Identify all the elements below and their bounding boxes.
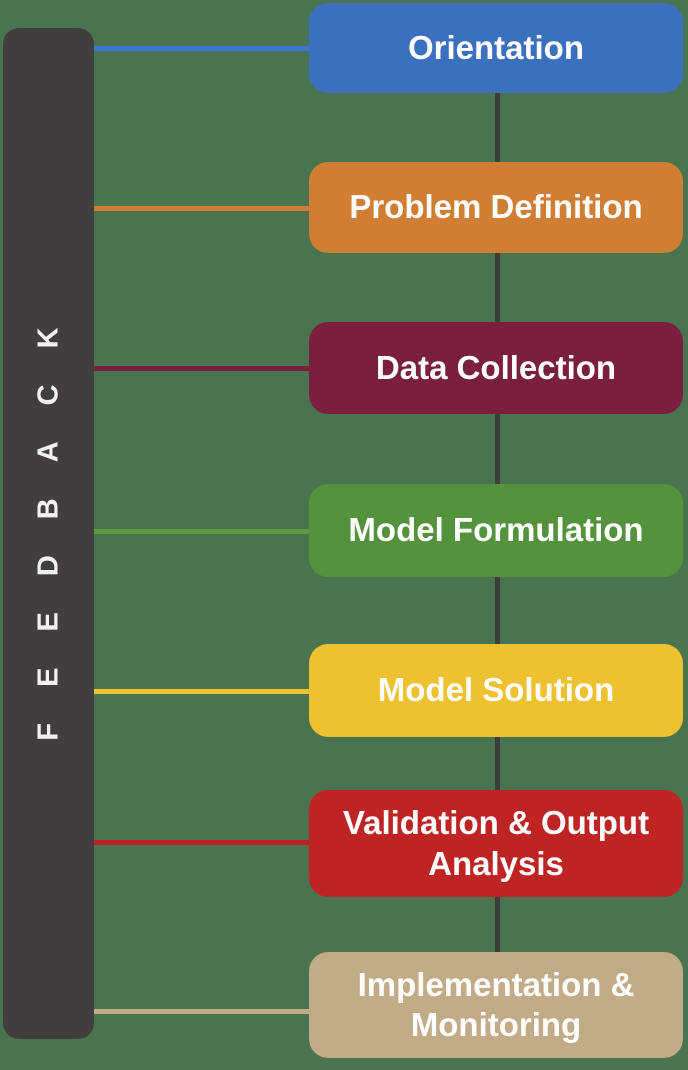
stage-box-model-solution: Model Solution [309, 644, 683, 737]
feedback-connector-line-validation-output-analysis [92, 840, 310, 845]
stage-box-model-formulation: Model Formulation [309, 484, 683, 577]
stage-box-validation-output-analysis: Validation & Output Analysis [309, 790, 683, 897]
stage-label: Validation & Output Analysis [342, 804, 650, 882]
stage-box-orientation: Orientation [309, 3, 683, 93]
feedback-label: FEEDBACK [32, 290, 64, 741]
stage-label: Implementation & Monitoring [357, 965, 635, 1043]
stage-box-problem-definition: Problem Definition [309, 162, 683, 253]
feedback-bar: FEEDBACK [3, 28, 94, 1039]
stage-label: Data Collection [375, 348, 617, 386]
stage-label: Model Formulation [348, 511, 644, 549]
stage-box-data-collection: Data Collection [309, 322, 683, 414]
feedback-connector-line-problem-definition [92, 206, 310, 211]
feedback-connector-line-data-collection [92, 366, 310, 371]
stage-label: Problem Definition [349, 188, 643, 226]
stage-label: Orientation [407, 28, 584, 66]
feedback-connector-line-orientation [92, 46, 310, 51]
feedback-connector-line-model-solution [92, 689, 310, 694]
stage-box-implementation-monitoring: Implementation & Monitoring [309, 952, 683, 1058]
feedback-connector-line-implementation-monitoring [92, 1009, 310, 1014]
stage-label: Model Solution [377, 671, 615, 709]
feedback-connector-line-model-formulation [92, 529, 310, 534]
